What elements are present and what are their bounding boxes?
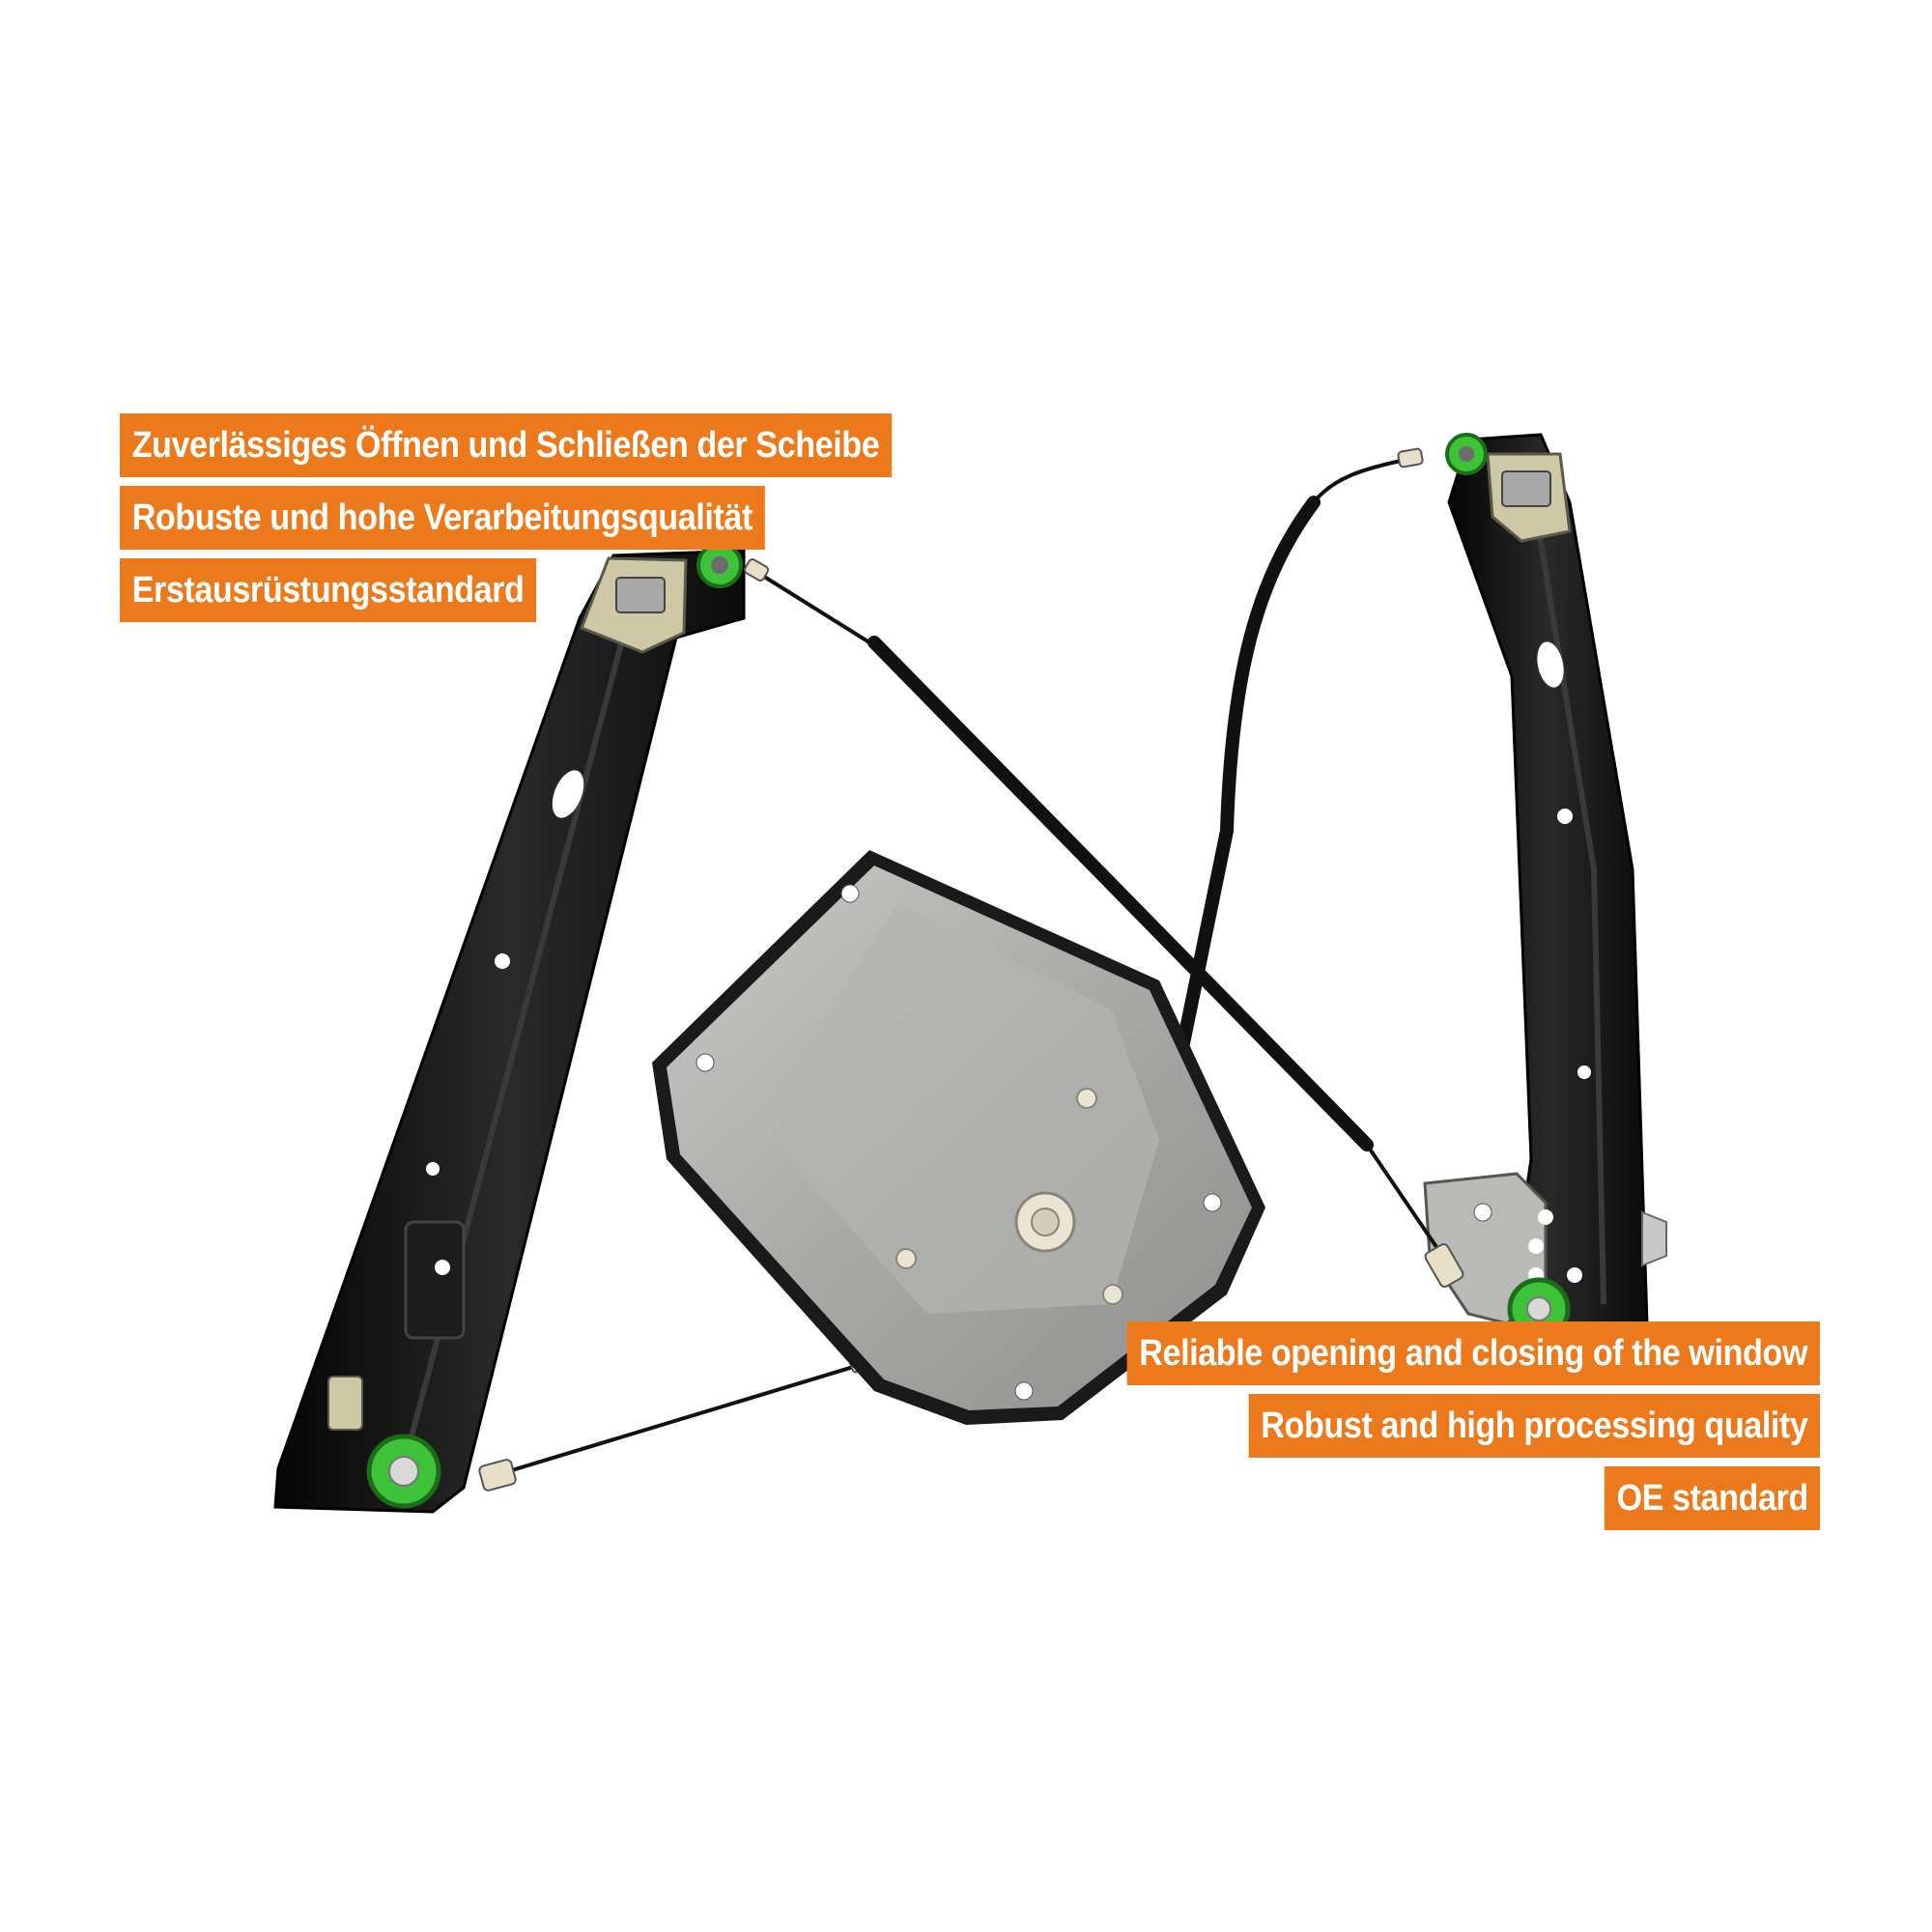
motor-mounting-plate (652, 850, 1265, 1425)
feature-label-en-1: Reliable opening and closing of the wind… (1127, 1321, 1820, 1385)
feature-label-de-1: Zuverlässiges Öffnen und Schließen der S… (120, 413, 892, 477)
left-guide-rail (273, 549, 746, 1514)
feature-label-de-2: Robuste und hohe Verarbeitungsqualität (120, 486, 765, 550)
roller-top-right (1445, 433, 1488, 475)
feature-label-de-3: Erstausrüstungsstandard (120, 558, 537, 622)
feature-label-en-3: OE standard (1604, 1466, 1820, 1530)
glass-carrier-clips (327, 452, 1572, 1431)
lower-bracket (1423, 1172, 1667, 1325)
roller-top-left (696, 542, 743, 588)
feature-label-en-2: Robust and high processing quality (1248, 1394, 1820, 1458)
roller-bottom-left (366, 1434, 441, 1509)
pulley-rollers (366, 433, 1571, 1509)
cables (500, 457, 1451, 1475)
drive-gear (1014, 1191, 1076, 1253)
